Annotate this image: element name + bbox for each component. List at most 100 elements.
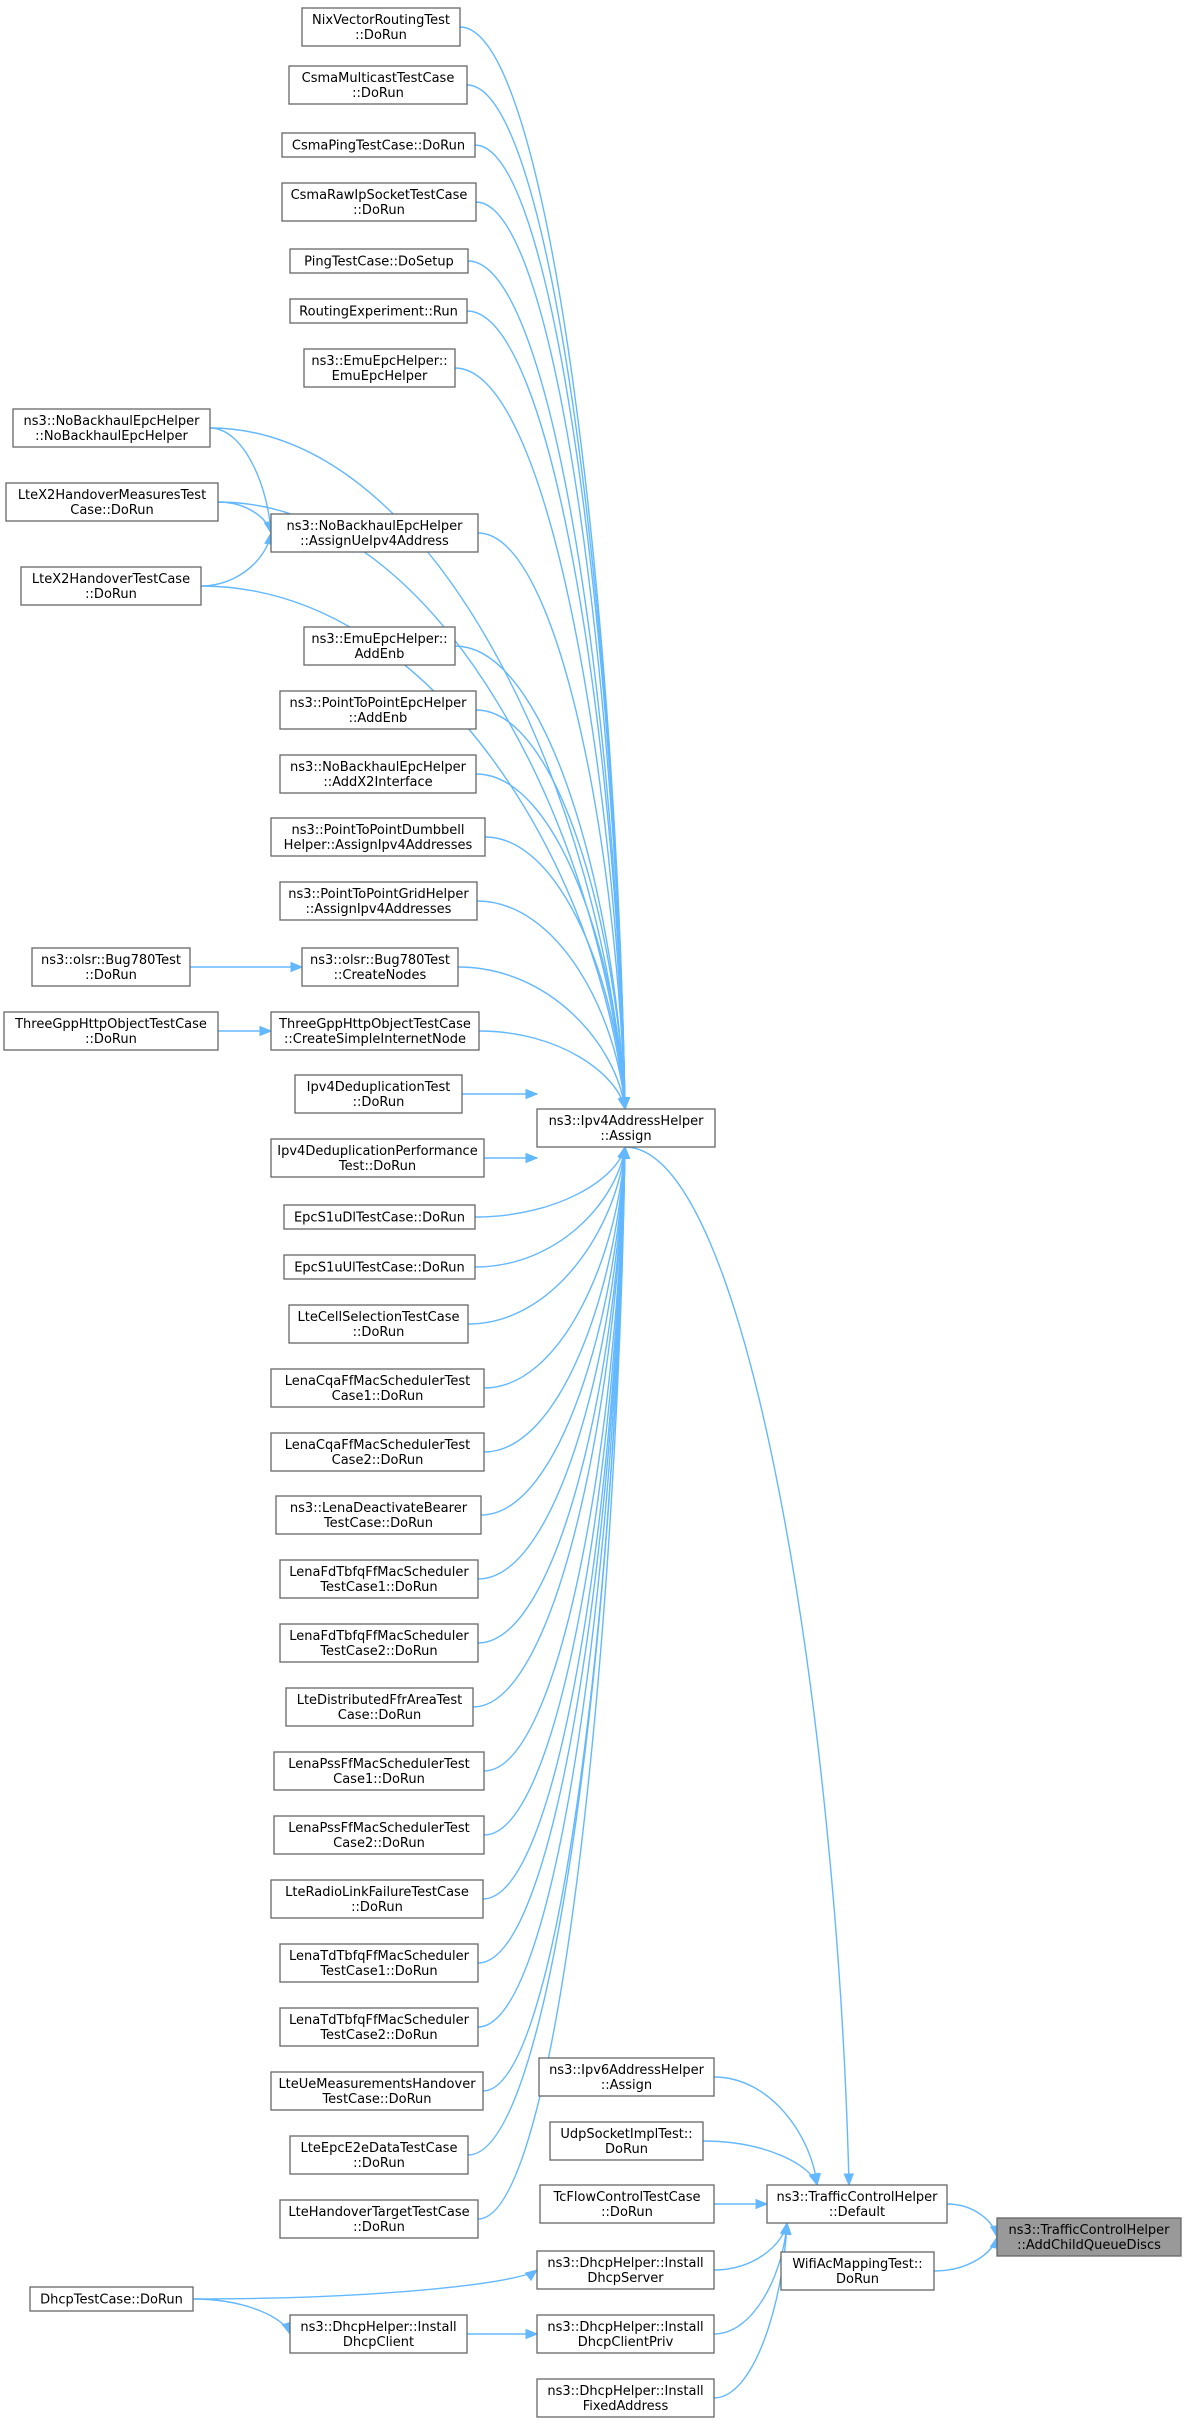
graph-node-box: [536, 2250, 715, 2290]
graph-node-nobhx2[interactable]: ns3::NoBackhaulEpcHelper::AddX2Interface: [279, 754, 477, 794]
graph-node-label: ns3::TrafficControlHelper: [776, 2190, 938, 2205]
graph-edge: [480, 1145, 630, 1516]
graph-node-label: TcFlowControlTestCase: [553, 2190, 701, 2205]
graph-node-box: [301, 947, 459, 987]
arrowhead: [525, 1152, 539, 1164]
graph-node-label: ::DoRun: [352, 86, 404, 101]
graph-node-label: LteX2HandoverMeasuresTest: [18, 488, 206, 503]
graph-node-p2paddenb[interactable]: ns3::PointToPointEpcHelper::AddEnb: [279, 690, 477, 730]
graph-node-nobhctor[interactable]: ns3::NoBackhaulEpcHelper::NoBackhaulEpcH…: [12, 408, 211, 448]
graph-node-csmamc[interactable]: CsmaMulticastTestCase::DoRun: [288, 65, 468, 105]
graph-node-box: [539, 2184, 715, 2224]
graph-node-label: LteHandoverTargetTestCase: [288, 2205, 469, 2220]
graph-node-box: [273, 1815, 485, 1855]
graph-node-nix[interactable]: NixVectorRoutingTest::DoRun: [301, 7, 461, 47]
graph-node-label: ::DoRun: [85, 587, 137, 602]
graph-node-label: ::DoRun: [85, 1032, 137, 1047]
graph-node-pingtc[interactable]: PingTestCase::DoSetup: [289, 248, 469, 274]
graph-node-box: [279, 1943, 479, 1983]
edges-layer: [190, 26, 1001, 2399]
graph-node-udpsock[interactable]: UdpSocketImplTest::DoRun: [549, 2121, 704, 2161]
graph-node-box: [270, 1138, 485, 1178]
graph-node-gridh[interactable]: ns3::PointToPointGridHelper::AssignIpv4A…: [279, 881, 478, 921]
graph-node-label: ns3::PointToPointEpcHelper: [290, 696, 468, 711]
graph-node-label: ns3::olsr::Bug780Test: [310, 953, 450, 968]
graph-node-olsrtest[interactable]: ns3::olsr::Bug780Test::DoRun: [31, 947, 191, 987]
graph-node-wifiac[interactable]: WifiAcMappingTest::DoRun: [780, 2251, 935, 2291]
graph-node-box: [536, 1108, 716, 1148]
graph-edge: [624, 1146, 854, 2187]
graph-edge: [190, 961, 304, 973]
graph-node-ipv4dedup[interactable]: Ipv4DeduplicationTest::DoRun: [294, 1074, 463, 1114]
graph-node-label: ns3::DhcpHelper::Install: [300, 2320, 456, 2335]
graph-node-ltex2ho[interactable]: LteX2HandoverTestCase::DoRun: [20, 566, 202, 606]
graph-edge: [713, 2221, 791, 2271]
graph-node-box: [3, 1011, 219, 1051]
graph-node-label: ::AddEnb: [349, 711, 408, 726]
graph-node-ltecellsel[interactable]: LteCellSelectionTestCase::DoRun: [288, 1304, 469, 1344]
graph-node-box: [270, 1432, 485, 1472]
graph-node-tcflow[interactable]: TcFlowControlTestCase::DoRun: [539, 2184, 715, 2224]
graph-node-olsrcn[interactable]: ns3::olsr::Bug780Test::CreateNodes: [301, 947, 459, 987]
graph-node-epcs1uul[interactable]: EpcS1uUlTestCase::DoRun: [283, 1254, 476, 1280]
graph-node-emuaddenb[interactable]: ns3::EmuEpcHelper::AddEnb: [303, 626, 456, 666]
graph-node-label: ::CreateSimpleInternetNode: [284, 1032, 466, 1047]
graph-node-box: [279, 2199, 479, 2239]
graph-node-target[interactable]: ns3::TrafficControlHelper::AddChildQueue…: [996, 2217, 1182, 2257]
arrowhead: [524, 2269, 539, 2282]
graph-node-label: UdpSocketImplTest::: [560, 2127, 692, 2142]
graph-node-label: Helper::AssignIpv4Addresses: [284, 838, 473, 853]
graph-node-csmaping[interactable]: CsmaPingTestCase::DoRun: [281, 132, 476, 158]
graph-node-label: DhcpServer: [587, 2271, 664, 2286]
graph-node-nobhassign[interactable]: ns3::NoBackhaulEpcHelper::AssignUeIpv4Ad…: [270, 513, 479, 553]
graph-node-box: [279, 2007, 479, 2047]
arrowhead: [808, 2172, 819, 2187]
graph-node-http3csn[interactable]: ThreeGppHttpObjectTestCase::CreateSimple…: [270, 1011, 480, 1051]
graph-edge: [477, 1145, 631, 2220]
graph-edge: [714, 2198, 769, 2210]
graph-node-dumbbell[interactable]: ns3::PointToPointDumbbellHelper::AssignI…: [270, 817, 486, 857]
graph-node-epce2e[interactable]: LteEpcE2eDataTestCase::DoRun: [289, 2135, 469, 2175]
graph-node-label: LenaFdTbfqFfMacScheduler: [289, 1565, 469, 1580]
arrowhead: [290, 961, 304, 973]
graph-node-csmaraw[interactable]: CsmaRawIpSocketTestCase::DoRun: [281, 182, 477, 222]
graph-node-tch_def[interactable]: ns3::TrafficControlHelper::Default: [766, 2184, 948, 2224]
graph-node-box: [289, 248, 469, 274]
graph-node-dhcptc[interactable]: DhcpTestCase::DoRun: [29, 2286, 194, 2312]
graph-node-label: LteUeMeasurementsHandover: [278, 2077, 476, 2092]
graph-node-rlf[interactable]: LteRadioLinkFailureTestCase::DoRun: [270, 1879, 484, 1919]
graph-node-label: DhcpTestCase::DoRun: [40, 2293, 183, 2308]
graph-node-label: ::Assign: [600, 1129, 651, 1144]
graph-node-emuepc[interactable]: ns3::EmuEpcHelper::EmuEpcHelper: [303, 348, 456, 388]
graph-node-label: ::DoRun: [353, 1095, 405, 1110]
graph-edge: [462, 1088, 539, 1100]
graph-node-routexp[interactable]: RoutingExperiment::Run: [289, 298, 468, 324]
graph-node-ipv4ah[interactable]: ns3::Ipv4AddressHelper::Assign: [536, 1108, 716, 1148]
graph-node-ipv6ah[interactable]: ns3::Ipv6AddressHelper::Assign: [538, 2057, 715, 2097]
graph-node-http3dorun[interactable]: ThreeGppHttpObjectTestCase::DoRun: [3, 1011, 219, 1051]
graph-node-hotarget[interactable]: LteHandoverTargetTestCase::DoRun: [279, 2199, 479, 2239]
graph-edge: [467, 2328, 539, 2340]
graph-node-epcs1udl[interactable]: EpcS1uDlTestCase::DoRun: [283, 1204, 476, 1230]
graph-edge: [209, 427, 276, 535]
graph-edge: [192, 2269, 539, 2300]
graph-node-box: [270, 1011, 480, 1051]
